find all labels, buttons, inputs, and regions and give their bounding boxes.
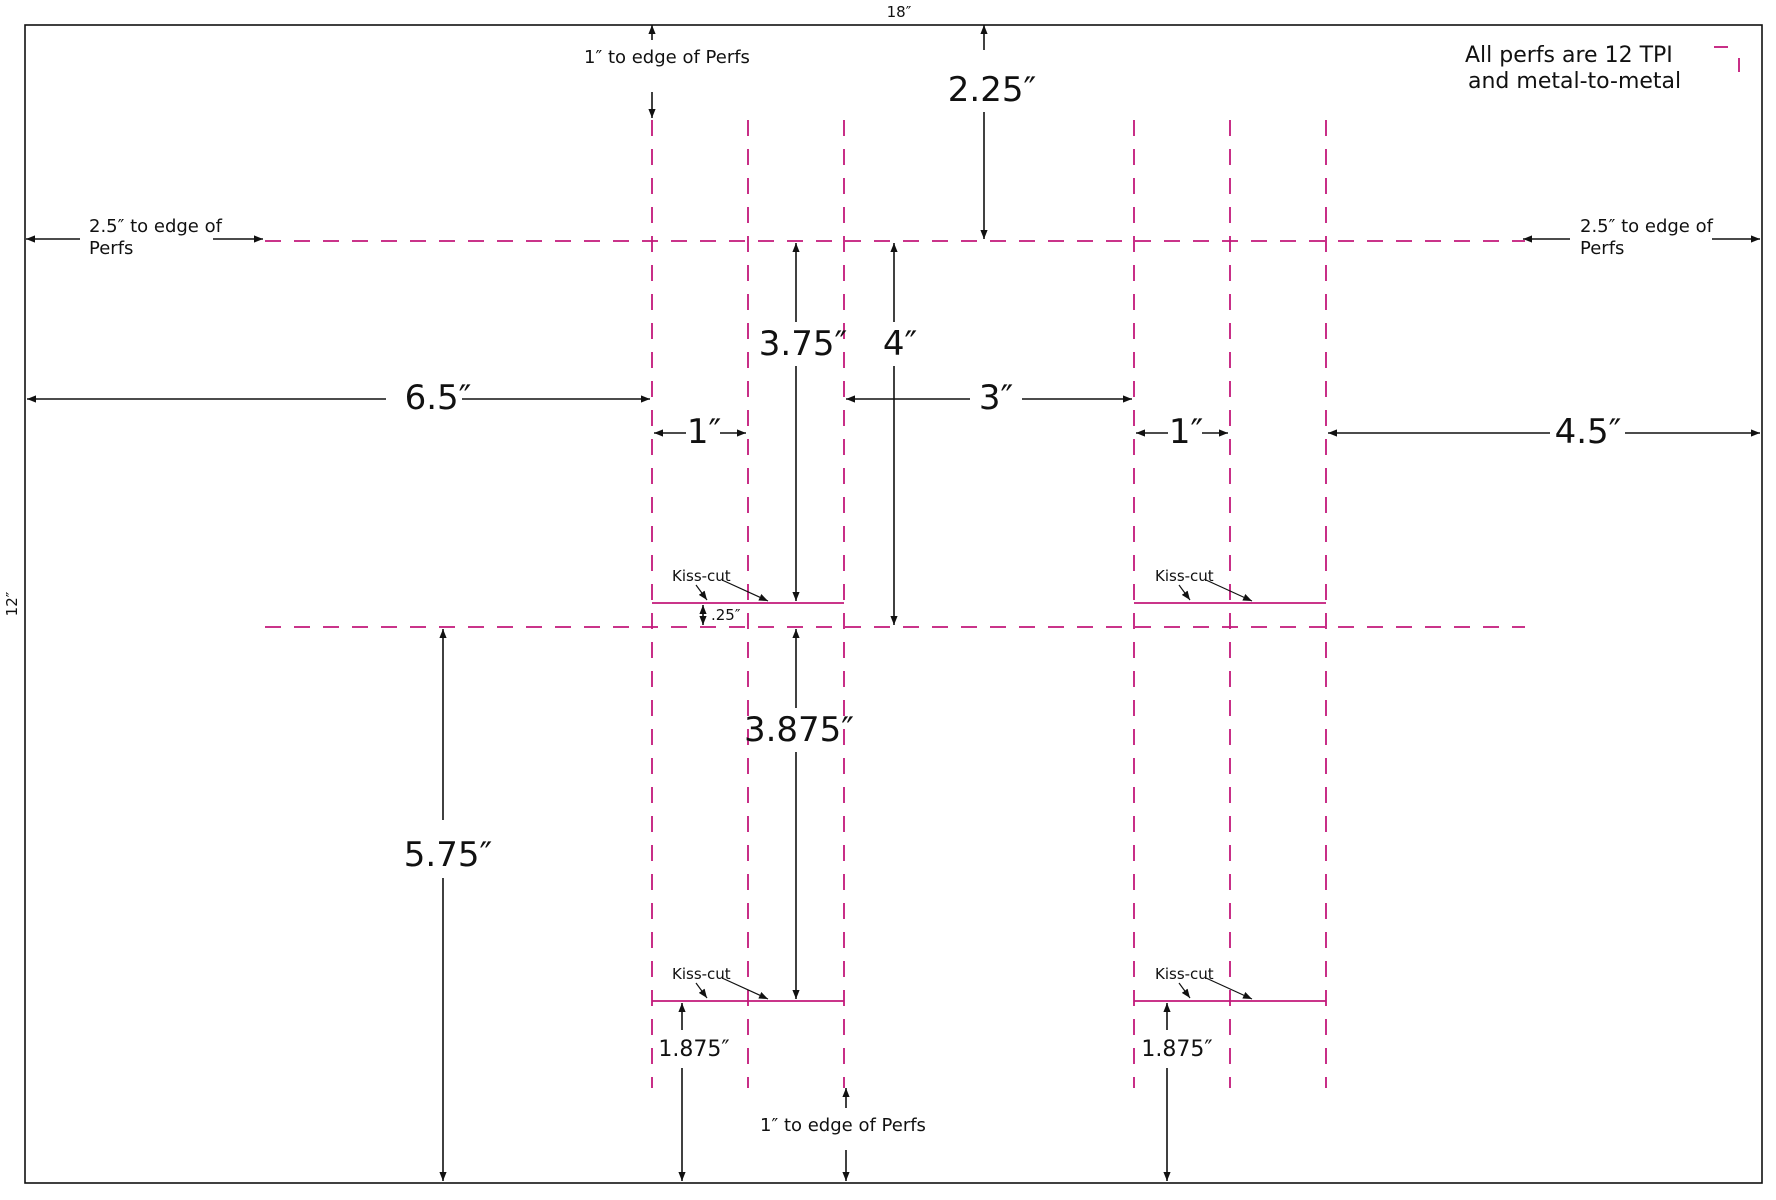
dim-025-label: .25″ (711, 606, 741, 624)
kiss-cut-leaders (695, 579, 1253, 1000)
kiss-cut-label-lower-left: Kiss-cut (672, 965, 731, 983)
dim-left-edge-note-line2: Perfs (89, 238, 133, 259)
dim-65-label: 6.5″ (405, 378, 472, 418)
dim-bottom-edge-note: 1″ to edge of Perfs (760, 1115, 926, 1136)
dim-3-label: 3″ (979, 378, 1013, 418)
sheet-border (24, 24, 1763, 1184)
kiss-cut-label-upper-left: Kiss-cut (672, 567, 731, 585)
kiss-cut-lines (652, 602, 1326, 1002)
dim-225-label: 2.25″ (948, 70, 1036, 110)
sheet-height-label: 12″ (3, 591, 21, 616)
dim-1875-left-label: 1.875″ (658, 1037, 729, 1062)
perf-note-line1: All perfs are 12 TPI (1465, 43, 1673, 68)
dim-top-edge-note: 1″ to edge of Perfs (584, 47, 750, 68)
dim-left-edge-note-line1: 2.5″ to edge of (89, 216, 223, 237)
dim-1-right-label: 1″ (1169, 412, 1203, 452)
dim-375-label: 3.75″ (759, 324, 847, 364)
dim-3875-label: 3.875″ (744, 710, 854, 750)
dim-right-edge-note-line2: Perfs (1580, 238, 1624, 259)
perforation-lines (265, 120, 1525, 1088)
dim-4-label: 4″ (883, 324, 917, 364)
sheet-width-label: 18″ (887, 3, 912, 21)
perf-legend-mark (1714, 46, 1740, 72)
kiss-cut-label-lower-right: Kiss-cut (1155, 965, 1214, 983)
dim-575-label: 5.75″ (404, 835, 492, 875)
kiss-cut-label-upper-right: Kiss-cut (1155, 567, 1214, 585)
dim-right-edge-note-line1: 2.5″ to edge of (1580, 216, 1714, 237)
dim-1875-right-label: 1.875″ (1141, 1037, 1212, 1062)
dim-1-left-label: 1″ (687, 412, 721, 452)
perf-note-line2: and metal-to-metal (1468, 69, 1681, 94)
dim-45-label: 4.5″ (1555, 412, 1622, 452)
